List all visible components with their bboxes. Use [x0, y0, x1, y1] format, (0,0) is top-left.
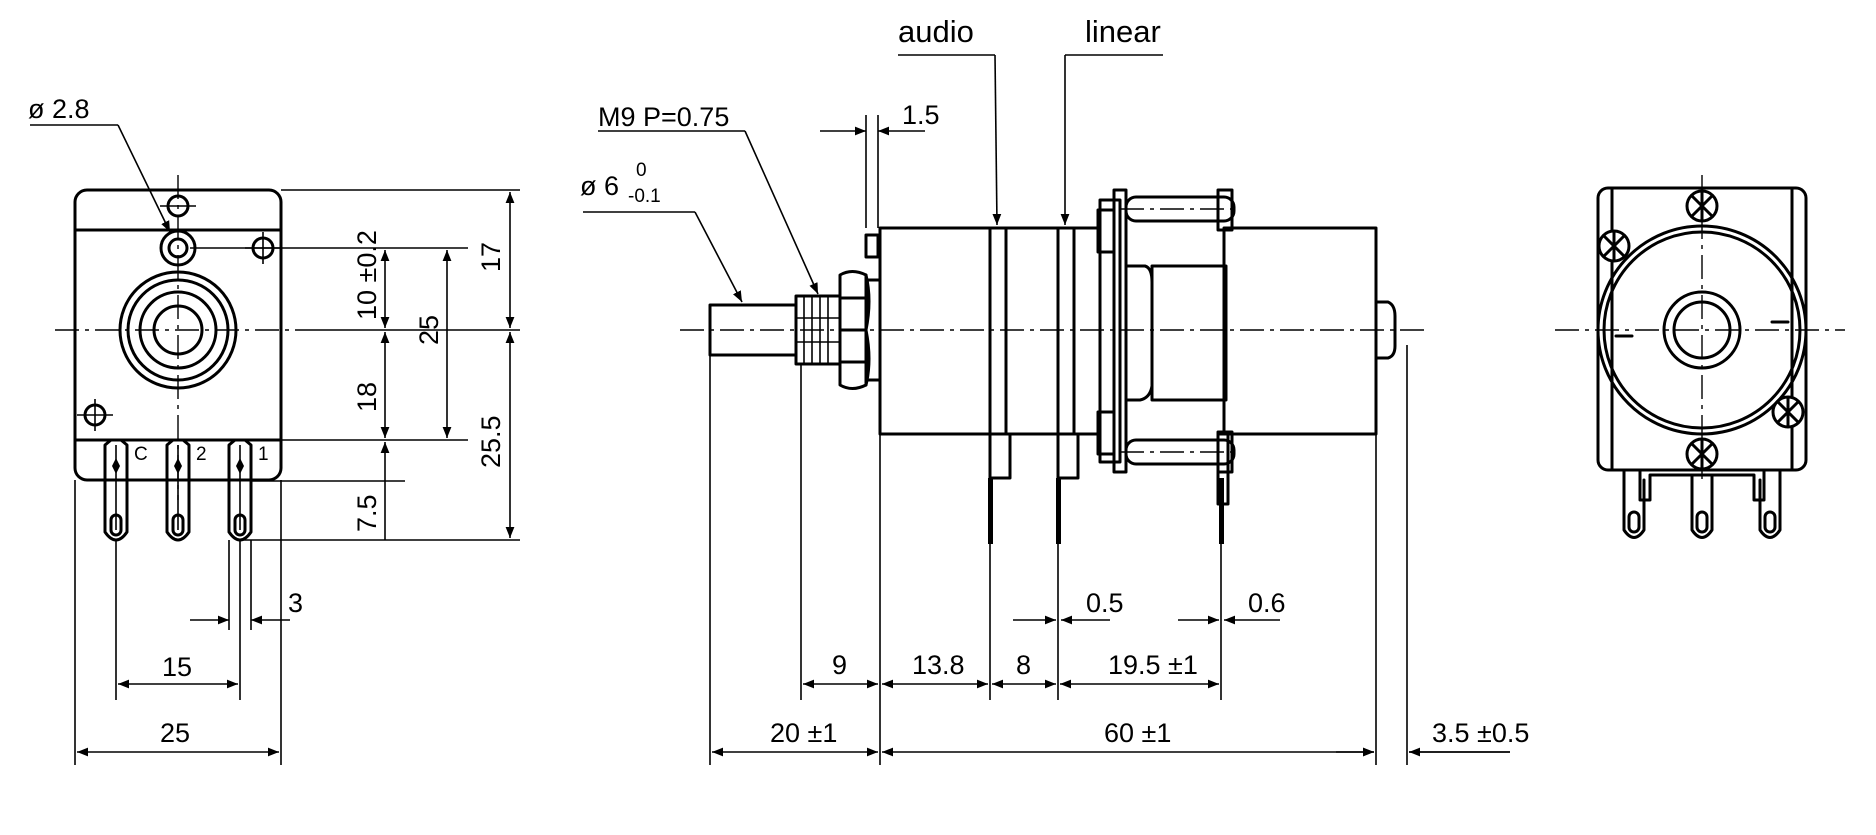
dim-20-label: 20 ±1 — [770, 718, 837, 748]
dim-17-label: 17 — [476, 242, 506, 272]
shaft-diameter-label: ø 6 — [580, 171, 619, 201]
rear-screw-right — [1771, 395, 1805, 429]
rear-view — [1555, 175, 1845, 539]
side-view: audio linear M9 P=0.75 ø 6 0 -0.1 1.5 0.… — [580, 14, 1529, 765]
dim-18-label: 18 — [352, 382, 382, 412]
rear-screw-top — [1685, 189, 1719, 223]
dim-7-5-label: 7.5 — [352, 494, 382, 532]
pin-label-2: 2 — [196, 444, 207, 465]
front-view: C 2 1 ø 2.8 10 ±0.2 18 7.5 25 17 25.5 — [28, 94, 520, 765]
dim-1-5-label: 1.5 — [902, 100, 940, 130]
rear-screw-left — [1597, 229, 1631, 263]
dim-3-5-label: 3.5 ±0.5 — [1432, 718, 1529, 748]
dim-15-label: 15 — [162, 652, 192, 682]
dim-25-vertical-label: 25 — [414, 315, 444, 345]
dim-60-label: 60 ±1 — [1104, 718, 1171, 748]
dim-0-5-label: 0.5 — [1086, 588, 1124, 618]
dim-25-5-label: 25.5 — [476, 415, 506, 468]
rear-screw-bottom — [1685, 437, 1719, 471]
dim-0-6-label: 0.6 — [1248, 588, 1286, 618]
dim-3-label: 3 — [288, 588, 303, 618]
rear-can — [1222, 226, 1378, 436]
shaft-tol-upper: 0 — [636, 160, 647, 181]
hole-diameter-label: ø 2.8 — [28, 94, 90, 124]
pin-label-1: 1 — [258, 444, 269, 465]
pin-label-c: C — [134, 444, 148, 465]
dim-13-8-label: 13.8 — [912, 650, 965, 680]
shaft-tol-lower: -0.1 — [628, 186, 661, 207]
thread-label: M9 P=0.75 — [598, 102, 729, 132]
dim-19-5-label: 19.5 ±1 — [1108, 650, 1198, 680]
terminal-2 — [165, 438, 191, 542]
dim-8-label: 8 — [1016, 650, 1031, 680]
terminal-c — [103, 438, 129, 542]
dim-25-horizontal-label: 25 — [160, 718, 190, 748]
terminal-1 — [227, 438, 253, 542]
dim-10-label: 10 ±0.2 — [352, 230, 382, 320]
audio-label: audio — [898, 14, 974, 49]
dim-9-label: 9 — [832, 650, 847, 680]
linear-label: linear — [1085, 14, 1161, 49]
